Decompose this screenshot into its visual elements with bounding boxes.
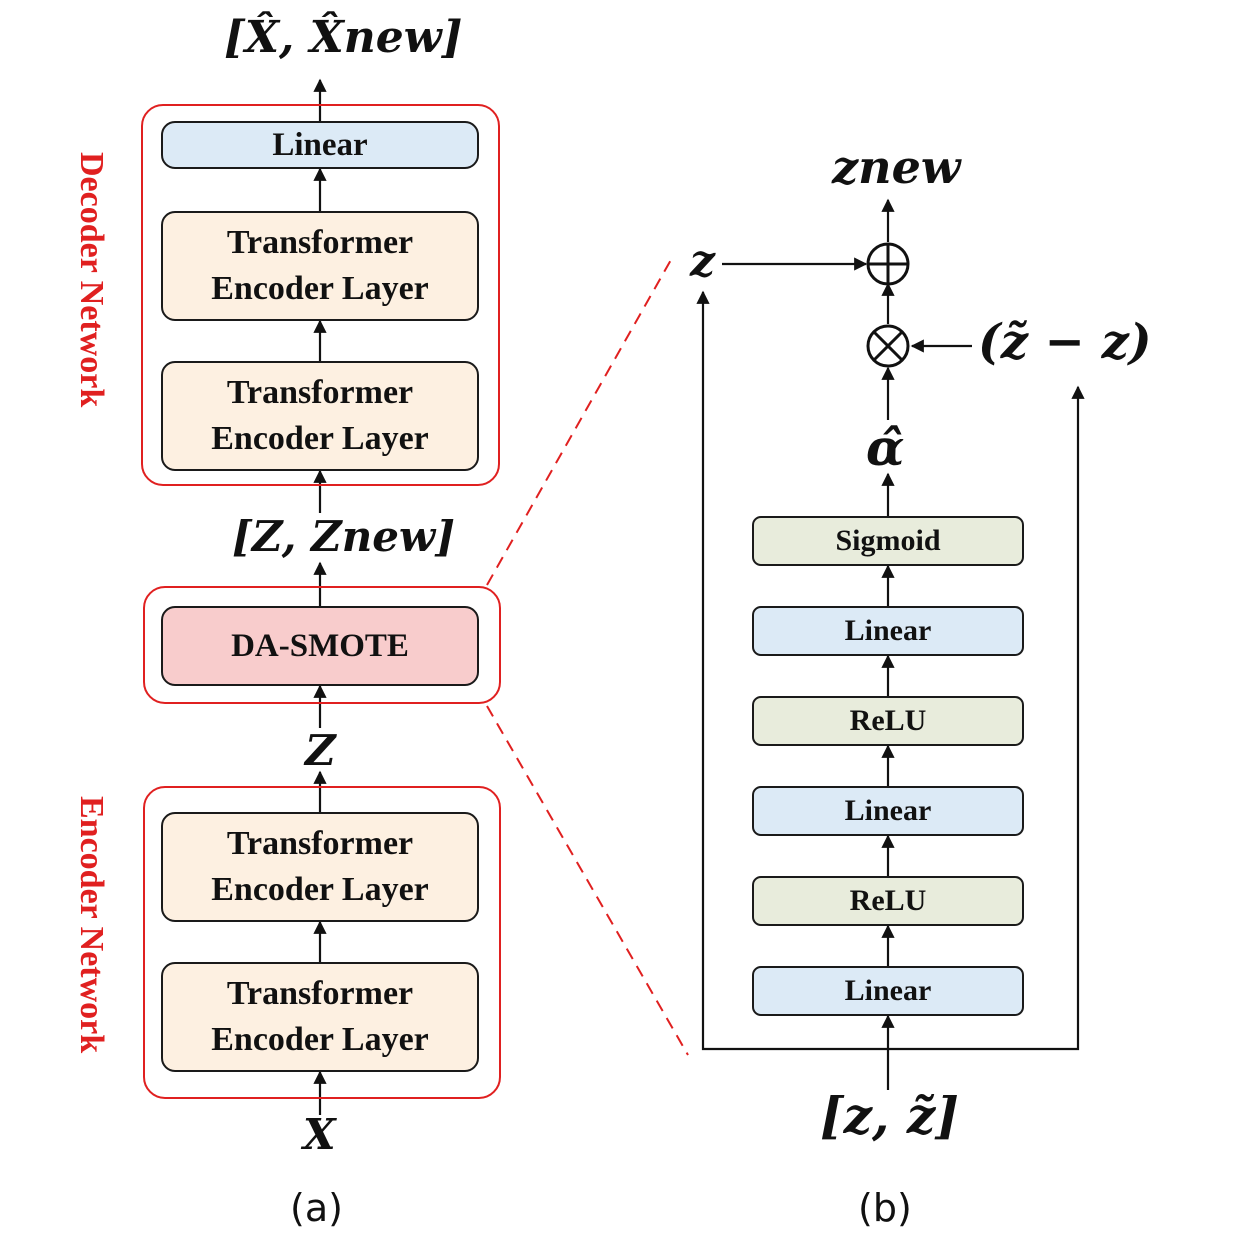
relu-block-2: ReLU bbox=[752, 876, 1024, 926]
encoder-transformer-layer-top: Transformer Encoder Layer bbox=[161, 812, 479, 922]
linear-block-3: Linear bbox=[752, 966, 1024, 1016]
decoder-network-title: Decoder Network bbox=[73, 152, 110, 408]
diff-label: (z̃ − z) bbox=[978, 314, 1152, 370]
linear-block-2: Linear bbox=[752, 786, 1024, 836]
decoder-linear-block: Linear bbox=[161, 121, 479, 169]
linear-block-1: Linear bbox=[752, 606, 1024, 656]
z-latent-label: Z bbox=[305, 726, 336, 775]
skip-path-left bbox=[696, 290, 888, 1051]
da-smote-block: DA-SMOTE bbox=[161, 606, 479, 686]
decoder-transformer-layer-bottom: Transformer Encoder Layer bbox=[161, 361, 479, 471]
sigmoid-block: Sigmoid bbox=[752, 516, 1024, 566]
da-smote-group bbox=[143, 586, 501, 704]
encoder-network-title: Encoder Network bbox=[73, 796, 110, 1054]
latent-label: [Z, Znew] bbox=[232, 512, 455, 561]
encoder-network-group bbox=[143, 786, 501, 1099]
skip-path-right bbox=[888, 385, 1085, 1051]
encoder-transformer-layer-bottom: Transformer Encoder Layer bbox=[161, 962, 479, 1072]
relu-block-1: ReLU bbox=[752, 696, 1024, 746]
caption-a: (a) bbox=[290, 1186, 343, 1230]
alpha-hat-label: α̂ bbox=[866, 418, 905, 477]
zoom-line-top bbox=[486, 257, 673, 586]
z-new-label: znew bbox=[832, 140, 961, 194]
decoder-transformer-layer-top: Transformer Encoder Layer bbox=[161, 211, 479, 321]
z-label: z bbox=[690, 236, 715, 287]
decoder-output-label: [X̂, X̂new] bbox=[224, 12, 463, 63]
input-x-label: X bbox=[303, 1110, 336, 1159]
input-z-pair-label: [z, z̃] bbox=[820, 1086, 959, 1145]
caption-b: (b) bbox=[858, 1186, 912, 1230]
zoom-line-bottom bbox=[486, 705, 689, 1056]
decoder-network-group bbox=[141, 104, 500, 486]
